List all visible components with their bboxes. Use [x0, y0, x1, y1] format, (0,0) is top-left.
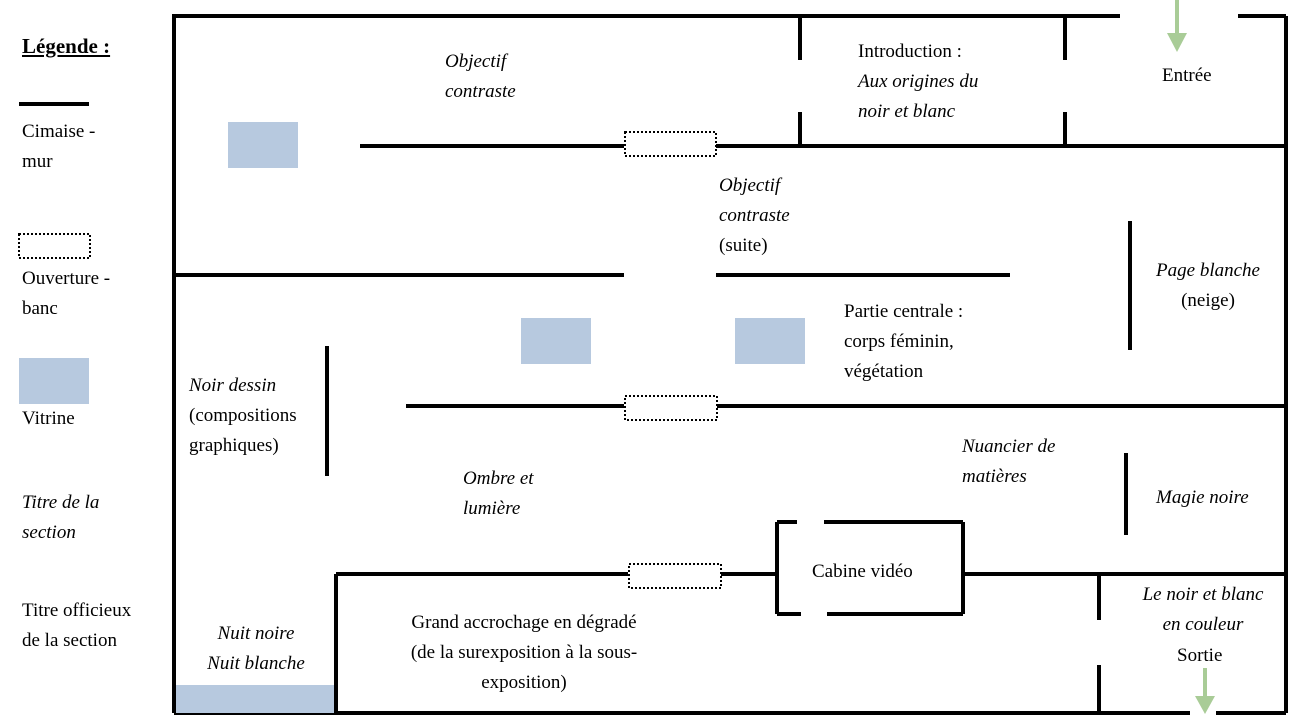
benches	[18, 131, 722, 589]
bench-opening-0	[624, 131, 717, 157]
entrance-arrow-head	[1167, 33, 1187, 52]
room-page-blanche: Page blanche (neige)	[1148, 256, 1268, 316]
room-partie-centrale-line3: végétation	[844, 361, 924, 382]
room-introduction-line3: noir et blanc	[858, 101, 956, 122]
legend-label-vitrine-line1: Vitrine	[22, 408, 75, 429]
room-nuit-line2: Nuit blanche	[207, 653, 305, 674]
room-objectif-suite: Objectif contraste (suite)	[719, 171, 790, 261]
legend-label-section-title: Titre de la section	[22, 488, 99, 548]
room-nuancier: Nuancier de matières	[962, 432, 1055, 492]
legend-label-section-title-line2: section	[22, 522, 76, 543]
room-nuit: Nuit noire Nuit blanche	[186, 619, 326, 679]
vitrines	[19, 122, 805, 713]
room-ombre-lumiere: Ombre et lumière	[463, 464, 534, 524]
room-noir-dessin: Noir dessin (compositions graphiques)	[189, 371, 297, 461]
legend-label-section-title-line1: Titre de la	[22, 492, 100, 513]
legend-title: Légende :	[22, 34, 111, 58]
room-objectif-contraste: Objectif contraste	[445, 47, 516, 107]
legend-label-bench-line2: banc	[22, 298, 58, 319]
room-nuit-line1: Nuit noire	[217, 623, 295, 644]
room-noir-blanc-couleur-line2: en couleur	[1162, 614, 1244, 635]
legend-label-wall-line1: Cimaise -	[22, 121, 96, 142]
room-objectif-contraste-line1: Objectif	[445, 51, 507, 72]
room-entree: Entrée	[1162, 65, 1212, 86]
room-page-blanche-line2: (neige)	[1181, 290, 1235, 311]
legend-label-wall-line2: mur	[22, 151, 53, 172]
legend-label-unofficial-title: Titre officieux de la section	[22, 596, 131, 656]
exit-arrow-head	[1195, 696, 1215, 714]
vitrine-0	[228, 122, 298, 168]
room-ombre-lumiere-line2: lumière	[463, 498, 521, 519]
room-grand-accrochage-line3: exposition)	[481, 672, 567, 693]
room-objectif-suite-line2: contraste	[719, 205, 790, 226]
room-cabine-video: Cabine vidéo	[812, 561, 913, 582]
bench-opening-2	[628, 563, 722, 589]
legend-label-bench: Ouverture - banc	[22, 264, 110, 324]
room-noir-dessin-line1: Noir dessin	[189, 375, 277, 396]
room-page-blanche-line1: Page blanche	[1156, 260, 1260, 281]
legend-label-unofficial-title-line2: de la section	[22, 630, 117, 651]
room-grand-accrochage-line2: (de la surexposition à la sous-	[410, 642, 638, 663]
vitrine-3	[176, 685, 334, 713]
room-partie-centrale-line1: Partie centrale :	[844, 301, 964, 322]
legend-label-vitrine: Vitrine	[22, 404, 75, 434]
room-introduction-title: Introduction :	[858, 41, 962, 62]
walls	[19, 14, 1288, 715]
room-noir-dessin-line3: graphiques)	[189, 435, 279, 456]
room-partie-centrale: Partie centrale : corps féminin, végétat…	[844, 297, 963, 387]
arrows	[1167, 0, 1215, 714]
room-ombre-lumiere-line1: Ombre et	[463, 468, 534, 489]
room-magie-noire: Magie noire	[1156, 487, 1249, 508]
bench-opening-1	[624, 395, 718, 421]
room-nuancier-line1: Nuancier de	[962, 436, 1056, 457]
room-grand-accrochage-line1: Grand accrochage en dégradé	[411, 612, 637, 633]
vitrine-2	[735, 318, 805, 364]
room-partie-centrale-line2: corps féminin,	[844, 331, 954, 352]
room-grand-accrochage: Grand accrochage en dégradé (de la surex…	[392, 608, 656, 698]
room-objectif-suite-line1: Objectif	[719, 175, 781, 196]
room-sortie: Sortie	[1177, 645, 1223, 666]
room-nuancier-line2: matières	[962, 466, 1027, 487]
room-objectif-suite-line3: (suite)	[719, 235, 768, 256]
legend-label-bench-line1: Ouverture -	[22, 268, 111, 289]
legend-bench-sample	[18, 233, 91, 259]
legend-label-unofficial-title-line1: Titre officieux	[22, 600, 132, 621]
room-noir-blanc-couleur-line1: Le noir et blanc	[1142, 584, 1264, 605]
legend-label-wall: Cimaise - mur	[22, 117, 95, 177]
room-noir-blanc-couleur: Le noir et blanc en couleur	[1128, 580, 1278, 640]
vitrine-1	[521, 318, 591, 364]
room-objectif-contraste-line2: contraste	[445, 81, 516, 102]
legend-vitrine-sample	[19, 358, 89, 404]
room-noir-dessin-line2: (compositions	[189, 405, 297, 426]
room-introduction-line2: Aux origines du	[858, 71, 979, 92]
room-introduction: Introduction : Aux origines du noir et b…	[858, 37, 978, 127]
